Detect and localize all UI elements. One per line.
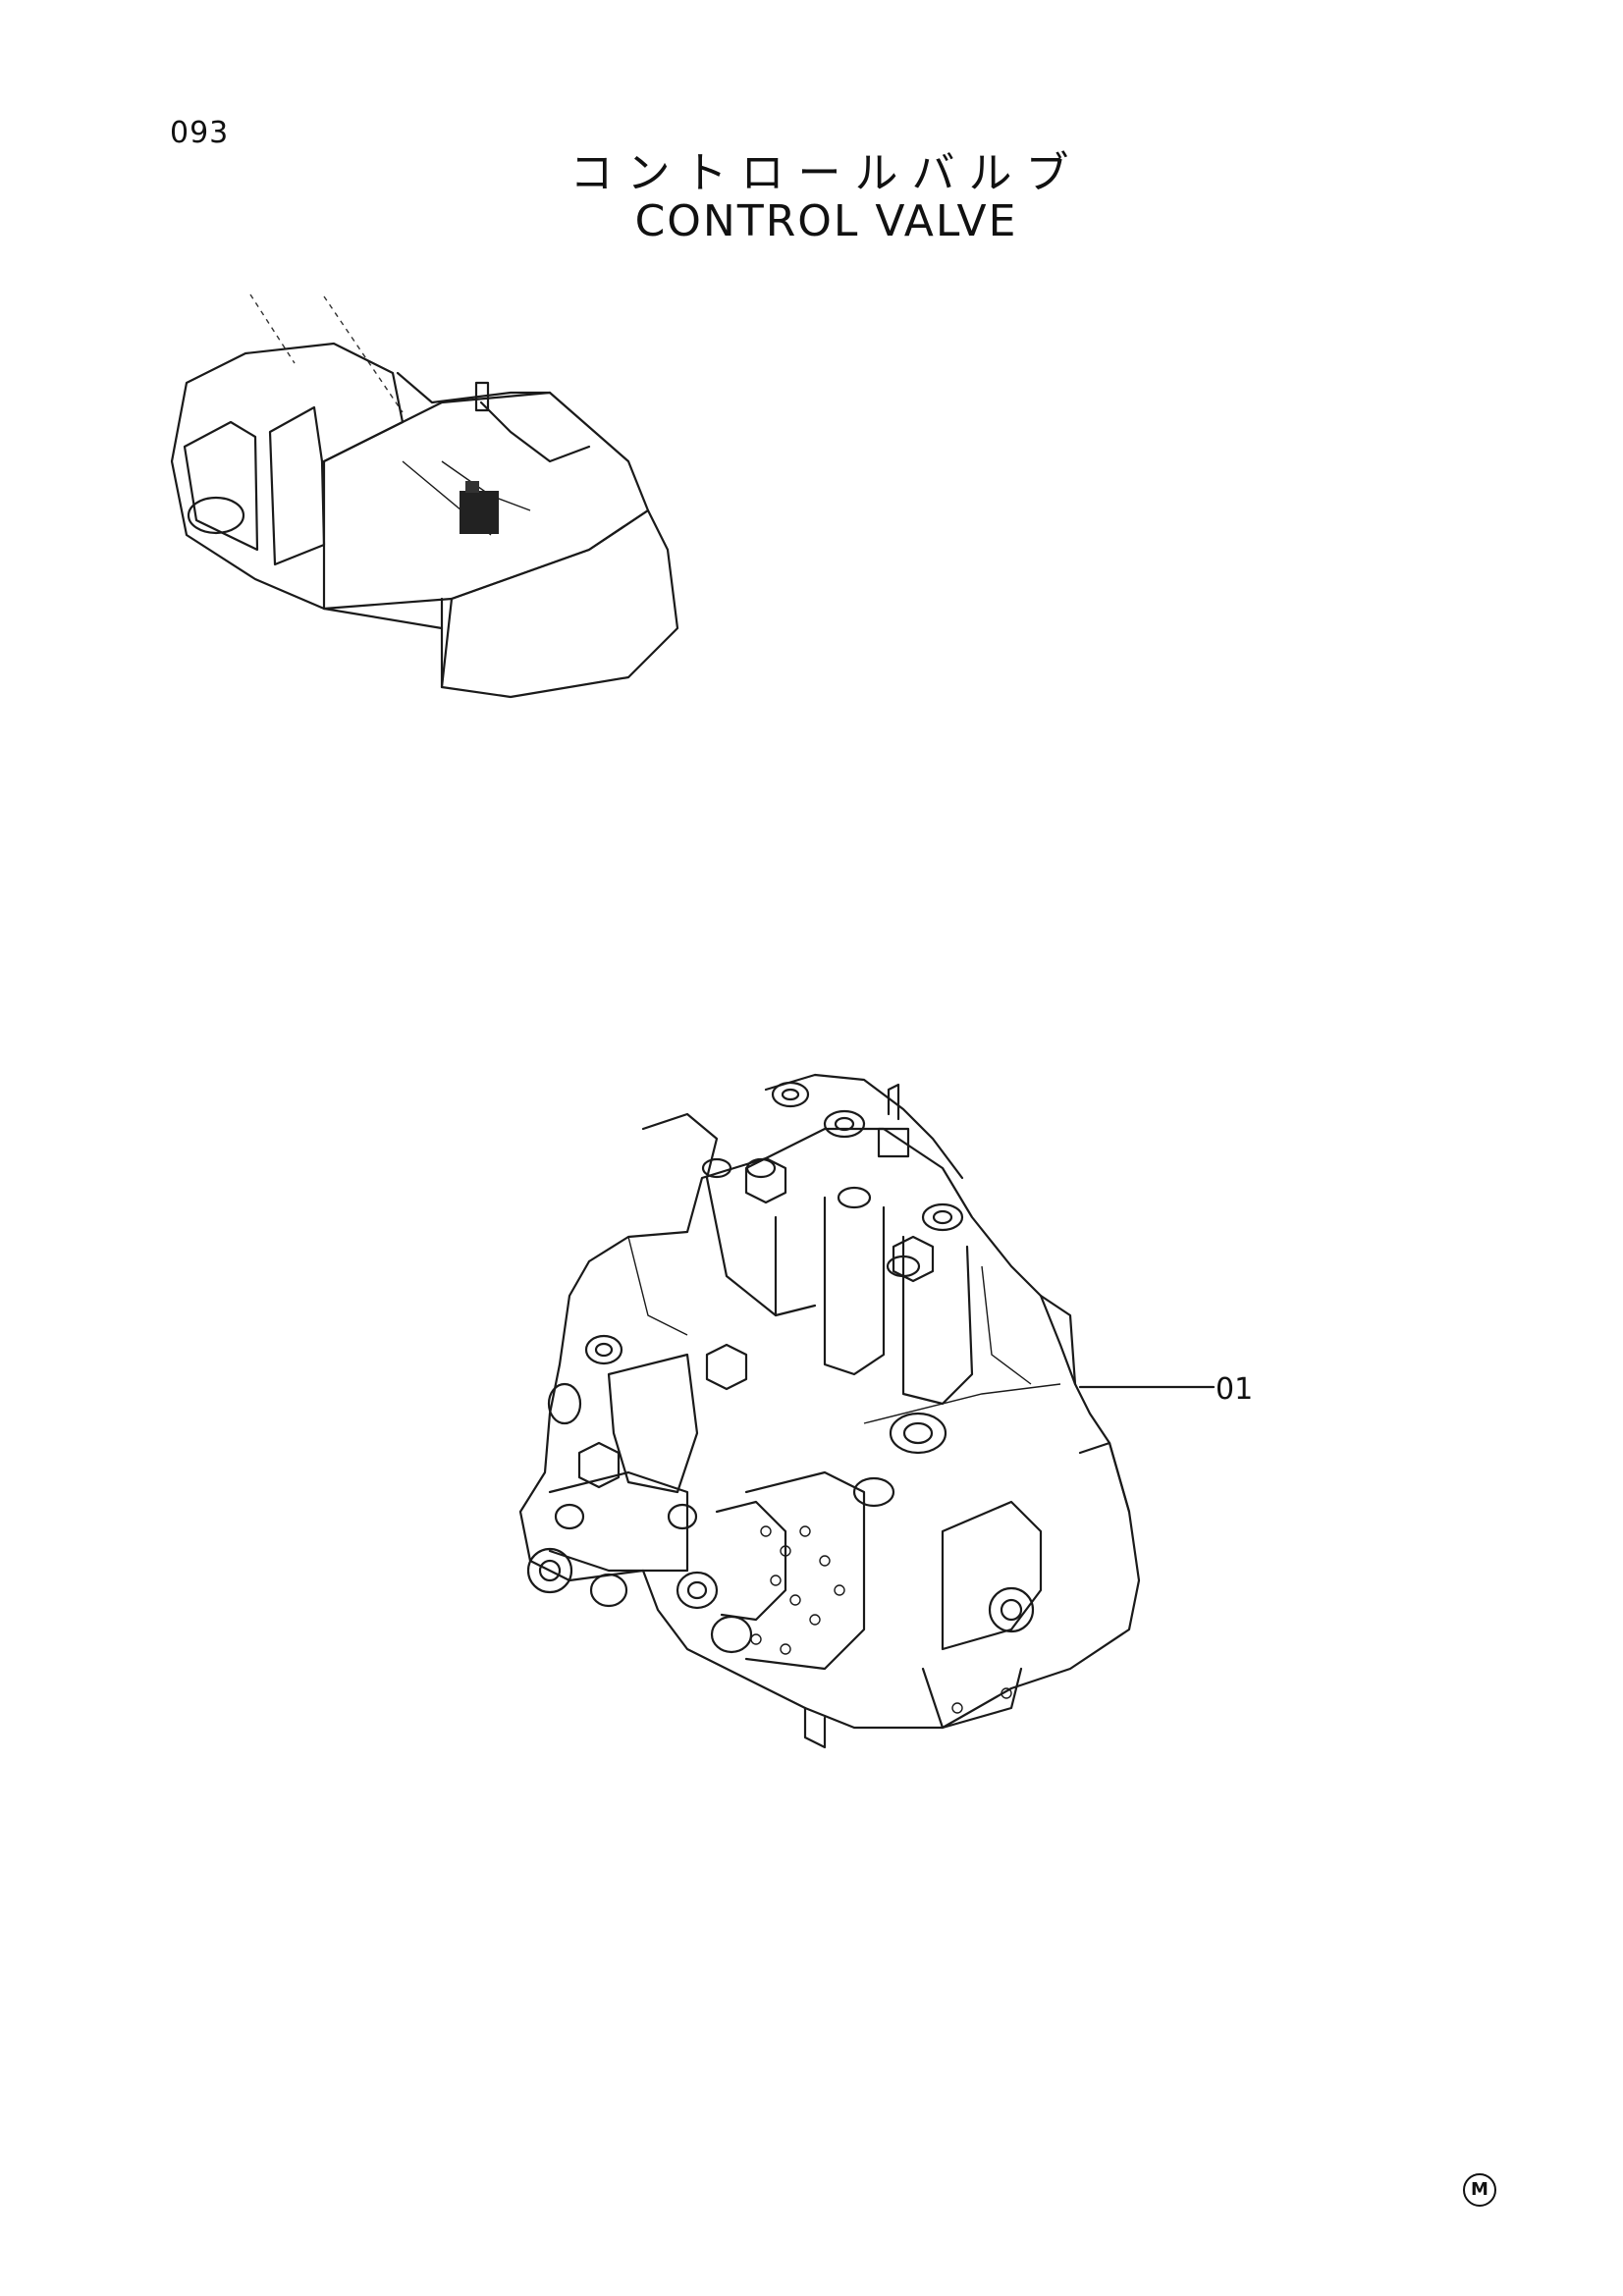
excavator-overview-icon (170, 294, 679, 699)
callout-label: 01 (1216, 1372, 1254, 1407)
control-valve-drawing-icon (518, 1073, 1141, 1749)
page-number: 093 (170, 116, 230, 150)
manual-mark-icon: M (1463, 2173, 1496, 2207)
page-title-english: CONTROL VALVE (634, 196, 1018, 246)
page-title-japanese: コントロールバルブ (569, 148, 1083, 198)
